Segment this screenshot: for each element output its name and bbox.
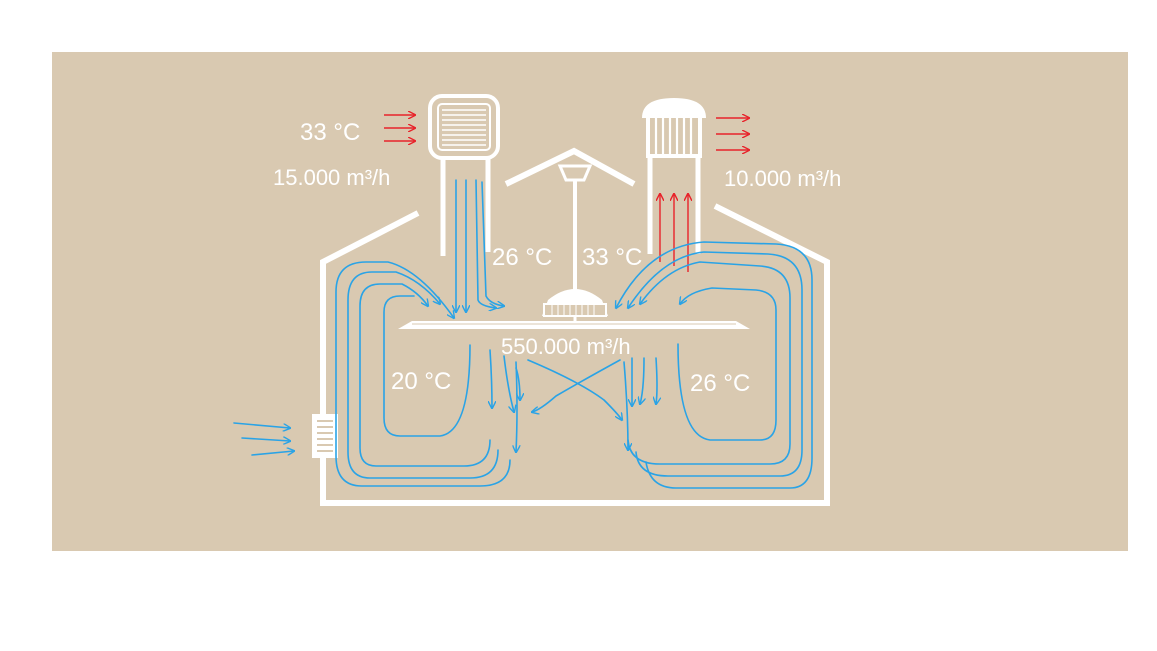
air-intake-grille-icon	[428, 94, 500, 256]
wall-vent-grille-icon	[312, 414, 338, 458]
fan-flow-label: 550.000 m³/h	[501, 334, 631, 359]
building-outline	[320, 147, 830, 506]
hot-air-inlet-arrows	[384, 115, 415, 141]
hot-air-rising-arrows	[660, 194, 688, 272]
ceiling-fan-icon	[398, 164, 750, 329]
ceiling-temp-label: 33 °C	[582, 244, 642, 271]
roof-exhaust-vent-icon	[642, 98, 706, 254]
supply-temp-label: 26 °C	[492, 244, 552, 271]
inlet-temp-label: 33 °C	[300, 119, 360, 146]
left-wall	[320, 203, 830, 506]
roof-peak	[504, 147, 636, 187]
cool-air-flows	[233, 179, 813, 489]
outlet-flow-label: 10.000 m³/h	[724, 166, 841, 191]
inlet-flow-label: 15.000 m³/h	[273, 165, 390, 190]
right-zone-temp-label: 26 °C	[690, 370, 750, 397]
left-zone-temp-label: 20 °C	[391, 368, 451, 395]
hot-air-outlet-arrows	[716, 118, 749, 150]
